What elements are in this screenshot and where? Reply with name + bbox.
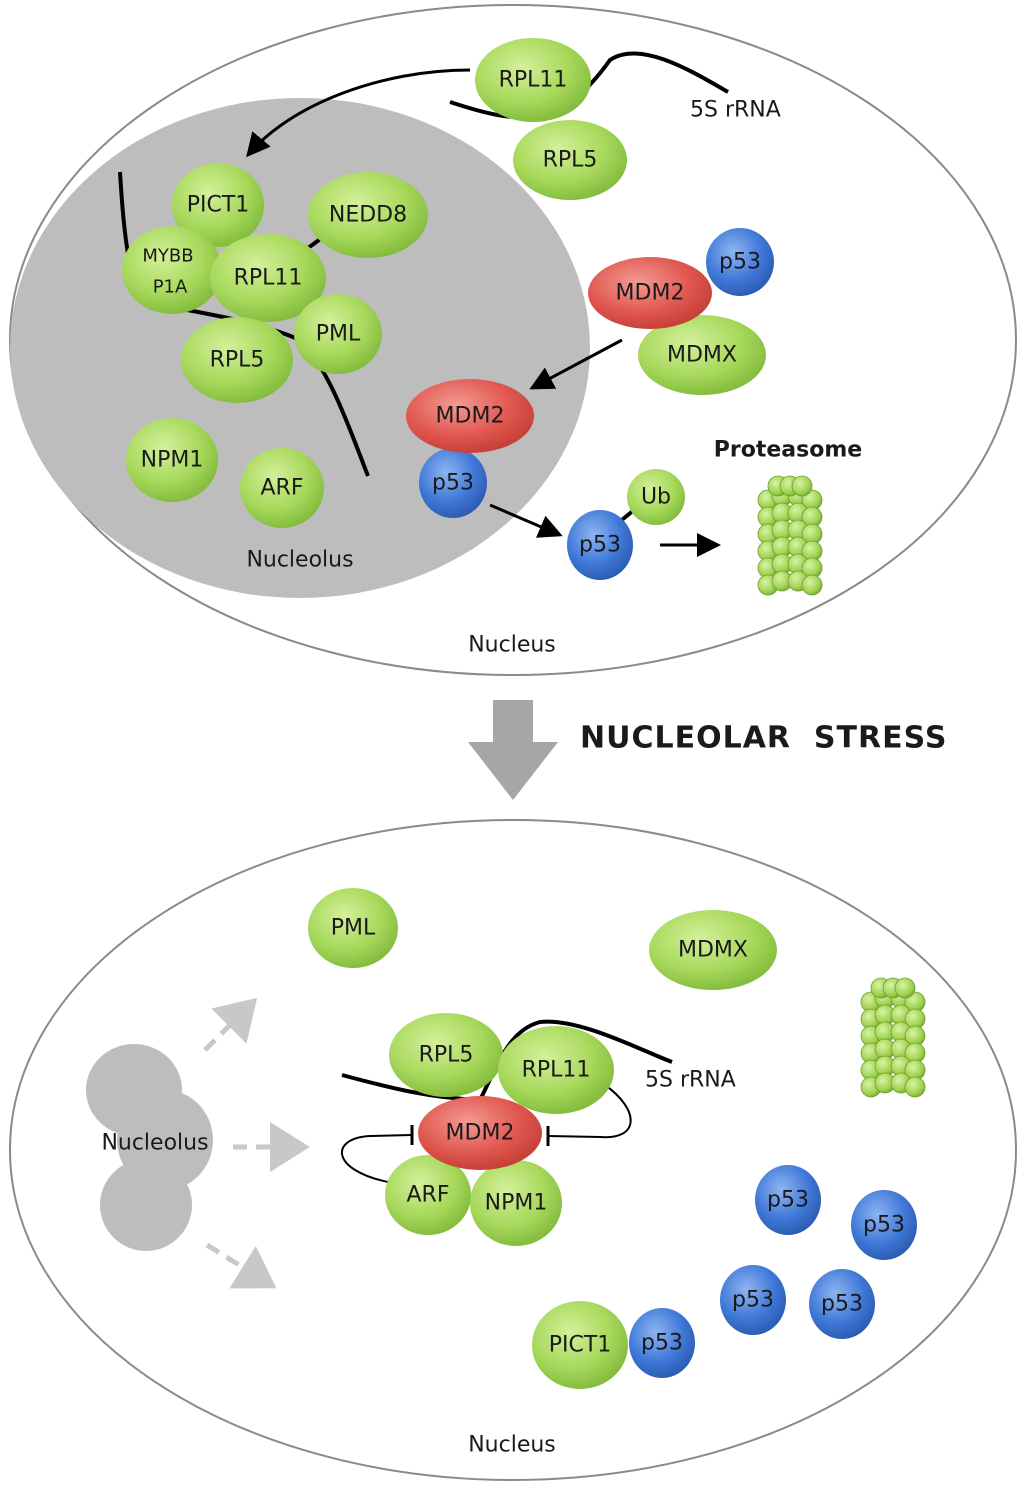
proteasome-subunit (801, 574, 823, 596)
label-mybbp1a-line2: P1A (153, 277, 188, 298)
label-mdm2-bound: MDM2 (436, 404, 505, 429)
protein-p53-complex: p53 (706, 228, 774, 296)
rrna-strand-free (449, 51, 730, 120)
label-mdmx-top: MDMX (667, 343, 737, 368)
label-rpl5-nucleolar: RPL5 (210, 348, 265, 373)
label-rpl11-nucleolar: RPL11 (234, 266, 303, 291)
label-nedd8: NEDD8 (329, 203, 407, 228)
protein-rpl5-free: RPL5 (513, 120, 627, 200)
label-arf-bottom: ARF (407, 1183, 450, 1208)
protein-mdm2-bottom: MDM2 (418, 1096, 542, 1170)
bottom-panel: Nucleolus PML MDMX 5S rRNA ARF NPM1 (9, 819, 1017, 1481)
protein-ub: Ub (627, 469, 685, 525)
protein-rpl5-bottom: RPL5 (389, 1013, 503, 1097)
label-p53-pict1: p53 (641, 1331, 683, 1356)
inhibition-line-arf (341, 1134, 413, 1183)
label-p53-free-a: p53 (767, 1188, 809, 1213)
protein-rpl5-nucleolar: RPL5 (181, 317, 293, 403)
protein-p53-free-b: p53 (851, 1190, 917, 1260)
protein-npm1-nucleolar: NPM1 (126, 418, 218, 502)
label-pml-nucleolar: PML (316, 322, 361, 347)
protein-p53-free-a: p53 (755, 1165, 821, 1235)
protein-mybbp1a: MYBB P1A (122, 226, 222, 314)
protein-p53-free-c: p53 (720, 1265, 786, 1335)
protein-mdm2-bound: MDM2 (406, 379, 534, 453)
stress-arrow-icon (468, 700, 558, 800)
label-p53-complex: p53 (719, 250, 761, 275)
label-rpl5-free: RPL5 (543, 148, 598, 173)
arrow-mdm2-relocation (529, 338, 623, 390)
label-nucleolus-top: Nucleolus (246, 548, 353, 573)
protein-pml-bottom: PML (308, 888, 398, 968)
protein-p53-pict1: p53 (629, 1308, 695, 1378)
label-nucleolus-bottom: Nucleolus (101, 1131, 208, 1156)
label-npm1-bottom: NPM1 (485, 1191, 548, 1216)
protein-pml-nucleolar: PML (294, 294, 382, 374)
stress-transition: NUCLEOLAR STRESS (468, 700, 947, 800)
protein-mdmx-bottom: MDMX (649, 910, 777, 990)
protein-rpl11-nucleolar: RPL11 (210, 234, 326, 322)
label-p53-free-c: p53 (732, 1288, 774, 1313)
label-nucleus-bottom: Nucleus (468, 1433, 556, 1458)
label-arf-nucleolar: ARF (261, 476, 304, 501)
protein-mdm2-complex: MDM2 (588, 257, 712, 329)
label-mdm2-complex: MDM2 (616, 281, 685, 306)
proteasome-subunit (904, 1076, 926, 1098)
label-proteasome: Proteasome (714, 438, 862, 463)
arrow-p53-export (489, 503, 563, 538)
label-p53-free-d: p53 (821, 1292, 863, 1317)
label-p53-free-b: p53 (863, 1213, 905, 1238)
dispersal-arrow-down (205, 1242, 277, 1289)
label-pml-bottom: PML (331, 916, 376, 941)
proteasome-subunit (894, 977, 916, 999)
label-mybbp1a-line1: MYBB (142, 246, 193, 267)
inhibition-line-rpl11 (547, 1084, 632, 1139)
proteasome-subunit (791, 475, 813, 497)
protein-npm1-bottom: NPM1 (470, 1160, 562, 1246)
protein-nedd8: NEDD8 (308, 172, 428, 258)
label-pict1-bottom: PICT1 (549, 1333, 612, 1358)
protein-p53-free-d: p53 (809, 1269, 875, 1339)
protein-mdmx-top: MDMX (638, 315, 766, 395)
label-rpl11-free: RPL11 (499, 68, 568, 93)
label-p53-ubiquitinated: p53 (579, 533, 621, 558)
proteasome-icon-top (757, 475, 823, 596)
label-nucleolar-stress: NUCLEOLAR STRESS (580, 721, 947, 756)
label-rpl11-bottom: RPL11 (522, 1058, 591, 1083)
dispersal-arrow-up (203, 997, 258, 1052)
protein-pict1-bottom: PICT1 (532, 1301, 628, 1389)
protein-p53-bound: p53 (419, 448, 487, 518)
protein-rpl11-bottom: RPL11 (498, 1026, 614, 1114)
label-nucleus-top: Nucleus (468, 633, 556, 658)
protein-rpl11-free: RPL11 (475, 38, 591, 122)
disrupted-nucleolus (86, 1044, 213, 1251)
label-p53-bound: p53 (432, 471, 474, 496)
label-npm1-nucleolar: NPM1 (141, 448, 204, 473)
proteasome-icon-bottom (860, 977, 926, 1098)
label-rpl5-bottom: RPL5 (419, 1043, 474, 1068)
label-5s-rrna-bottom: 5S rRNA (645, 1068, 736, 1093)
label-mdmx-bottom: MDMX (678, 938, 748, 963)
label-5s-rrna-top: 5S rRNA (690, 98, 781, 123)
protein-pict1: PICT1 (172, 163, 264, 247)
protein-arf-nucleolar: ARF (240, 448, 324, 528)
protein-arf-bottom: ARF (385, 1155, 471, 1235)
protein-p53-ubiquitinated: p53 (567, 510, 633, 580)
transport-arrow-rpl11 (246, 68, 471, 158)
top-panel: RPL11 RPL5 5S rRNA PICT1 NEDD8 MYBB P1A … (9, 4, 1017, 676)
label-mdm2-bottom: MDM2 (446, 1121, 515, 1146)
label-ub: Ub (641, 485, 671, 510)
label-pict1: PICT1 (187, 193, 250, 218)
